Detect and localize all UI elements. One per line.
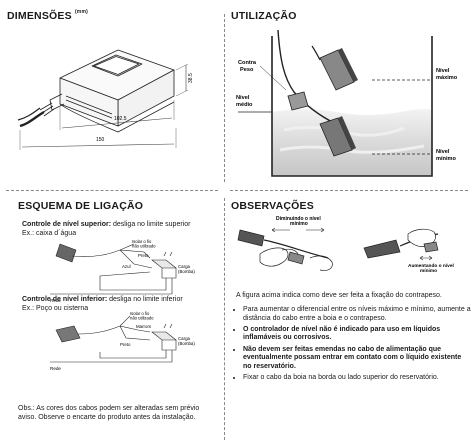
nivel-medio-label-1: Nível — [236, 95, 250, 101]
controle-superior-desc: desliga no limite superior — [111, 221, 191, 228]
float-lower — [319, 116, 356, 157]
aumentando-label-1: Aumentando o nível — [408, 263, 454, 269]
observacao-item: Para aumentar o diferencial entre os nív… — [243, 306, 471, 323]
carga-1-label-1: Carga — [178, 264, 191, 269]
observacao-item: O controlador de nível não é indicado pa… — [243, 326, 471, 343]
contra-peso-label-1: Contra — [238, 60, 257, 66]
dim-height-label: 38.5 — [188, 73, 194, 83]
counterweight-fixing-drawing: Diminuindo o nível mínimo Aumentando o n… — [237, 216, 454, 274]
wiring-diagram-inferior: Isolar o fio não utilizado Marrom Preto … — [50, 311, 195, 371]
observacoes-caption: A figura acima indica como deve ser feit… — [236, 292, 442, 299]
wire-isolar-1-label-1: Isolar o fio — [132, 239, 152, 244]
divider-horizontal-left — [6, 190, 218, 191]
esquema-section: ESQUEMA DE LIGAÇÃO Controle de nível sup… — [0, 192, 224, 447]
carga-2-label-2: (Bomba) — [178, 341, 195, 346]
divider-vertical-top — [224, 14, 225, 182]
wire-marrom-label: Marrom — [136, 324, 151, 329]
controle-inferior-example: Ex.: Poço ou cisterna — [22, 304, 89, 312]
controle-superior-example: Ex.: caixa d´água — [22, 229, 77, 237]
carga-1-label-2: (Bomba) — [178, 269, 195, 274]
controle-inferior-text: Controle de nível inferior: desliga no l… — [22, 296, 222, 313]
dimensoes-title-text: DIMENSÕES — [7, 10, 72, 22]
utilizacao-section: UTILIZAÇÃO — [224, 0, 474, 190]
wire-preto-2-label: Preto — [120, 342, 131, 347]
rede-2-label: Rede — [50, 366, 61, 371]
controle-inferior-label: Controle de nível inferior: — [22, 296, 108, 303]
rede-1-label: Rede — [50, 298, 61, 303]
contra-peso-label-2: Peso — [240, 67, 254, 73]
tank-drawing: Contra Peso Nível médio Nível máximo Nív… — [236, 29, 458, 177]
controle-superior-text: Controle de nível superior: desliga no l… — [22, 221, 222, 238]
wire-preto-1-label: Preto — [138, 253, 149, 258]
nivel-minimo-label-2: mínimo — [436, 156, 456, 162]
observacao-item: Fixar o cabo da boia na borda ou lado su… — [243, 374, 471, 383]
wire-isolar-1-label-2: não utilizado — [132, 244, 156, 249]
utilizacao-title: UTILIZAÇÃO — [231, 10, 297, 22]
float-upper — [311, 45, 358, 91]
controle-inferior-desc: desliga no limite inferior — [107, 296, 183, 303]
divider-vertical-bottom — [224, 198, 225, 440]
observacoes-list: Para aumentar o diferencial entre os nív… — [234, 306, 471, 385]
observacoes-title: OBSERVAÇÕES — [231, 200, 314, 212]
nivel-minimo-label-1: Nível — [436, 149, 450, 155]
nivel-maximo-label-2: máximo — [436, 75, 458, 81]
observacoes-section: OBSERVAÇÕES Diminuindo o nível mínimo Au… — [224, 192, 474, 447]
dim-width-label-2: 150 — [96, 137, 105, 143]
esquema-title: ESQUEMA DE LIGAÇÃO — [18, 200, 144, 212]
nivel-maximo-label-1: Nível — [436, 68, 450, 74]
aumentando-label-2: mínimo — [420, 268, 437, 274]
esquema-obs: Obs.: As cores dos cabos podem ser alter… — [18, 405, 200, 421]
diminuindo-label-1: Diminuindo o nível — [276, 216, 321, 222]
nivel-medio-label-2: médio — [236, 102, 253, 108]
wire-isolar-2-label-2: não utilizado — [130, 316, 154, 321]
carga-2-label-1: Carga — [178, 336, 191, 341]
wire-azul-label: Azul — [122, 264, 131, 269]
dimensoes-section: DIMENSÕES (mm) — [0, 0, 224, 190]
counterweight — [287, 91, 309, 111]
diminuindo-label-2: mínimo — [290, 221, 308, 227]
dim-width-label-1: 102.5 — [114, 116, 127, 122]
float-switch-drawing: 38.5 102.5 150 — [17, 49, 194, 150]
dimensoes-unit: (mm) — [74, 9, 88, 15]
wire-isolar-2-label-1: Isolar o fio — [130, 311, 150, 316]
dimensoes-title: DIMENSÕES (mm) — [7, 9, 88, 22]
divider-horizontal-right — [230, 190, 468, 191]
observacao-item: Não devem ser feitas emendas no cabo de … — [243, 346, 471, 372]
wiring-diagram-superior: Isolar o fio não utilizado Preto Azul Ca… — [50, 239, 195, 303]
controle-superior-label: Controle de nível superior: — [22, 221, 112, 228]
